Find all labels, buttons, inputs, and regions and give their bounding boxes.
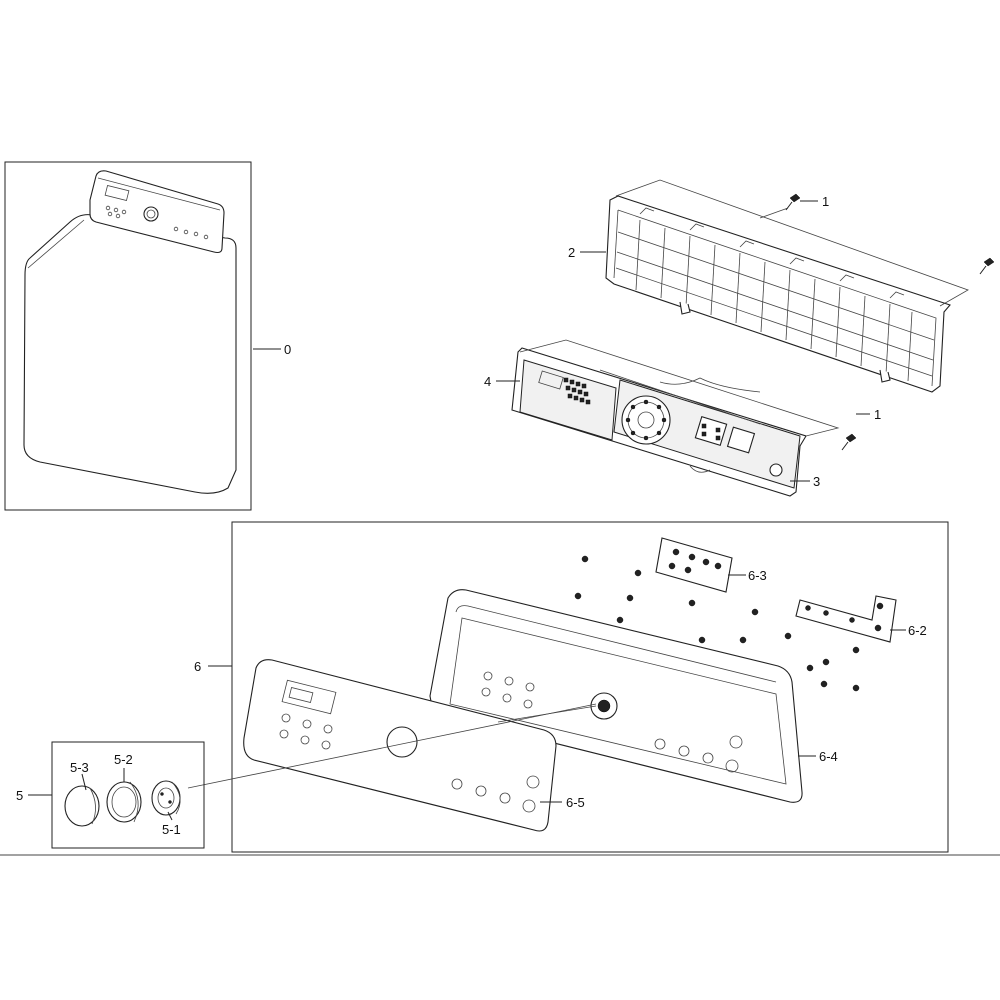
callout-1-mid: 1 xyxy=(874,407,881,422)
front-overlay-decal[interactable] xyxy=(243,659,557,832)
screw-top-right[interactable] xyxy=(979,257,995,275)
callout-4: 4 xyxy=(484,374,491,389)
rear-panel-frame[interactable] xyxy=(605,195,951,393)
callout-5: 5 xyxy=(16,788,23,803)
knob-ring-5-2[interactable] xyxy=(106,781,142,823)
group-box-6 xyxy=(231,521,949,853)
callout-5-3: 5-3 xyxy=(70,760,89,775)
alignment-line xyxy=(187,703,597,789)
callout-3: 3 xyxy=(813,474,820,489)
callout-6-3: 6-3 xyxy=(748,568,767,583)
screw-middle[interactable] xyxy=(841,433,857,451)
callout-2: 2 xyxy=(568,245,575,260)
screw-top-left[interactable] xyxy=(785,193,801,211)
knob-cap-5-3[interactable] xyxy=(64,785,100,827)
callout-5-2: 5-2 xyxy=(114,752,133,767)
callout-5-1: 5-1 xyxy=(162,822,181,837)
callout-6: 6 xyxy=(194,659,201,674)
washer-assembly[interactable] xyxy=(23,170,237,494)
key-board-6-2[interactable] xyxy=(795,595,897,643)
callout-0: 0 xyxy=(284,342,291,357)
callout-6-5: 6-5 xyxy=(566,795,585,810)
knob-base-5-1[interactable] xyxy=(151,780,181,816)
control-panel-housing[interactable] xyxy=(429,589,803,803)
group-box-0 xyxy=(4,161,252,511)
callout-6-4: 6-4 xyxy=(819,749,838,764)
key-board-6-3[interactable] xyxy=(655,537,733,593)
callout-6-2: 6-2 xyxy=(908,623,927,638)
main-pcb-assembly[interactable] xyxy=(511,347,807,497)
callout-1-top: 1 xyxy=(822,194,829,209)
button-caps[interactable] xyxy=(574,555,860,692)
